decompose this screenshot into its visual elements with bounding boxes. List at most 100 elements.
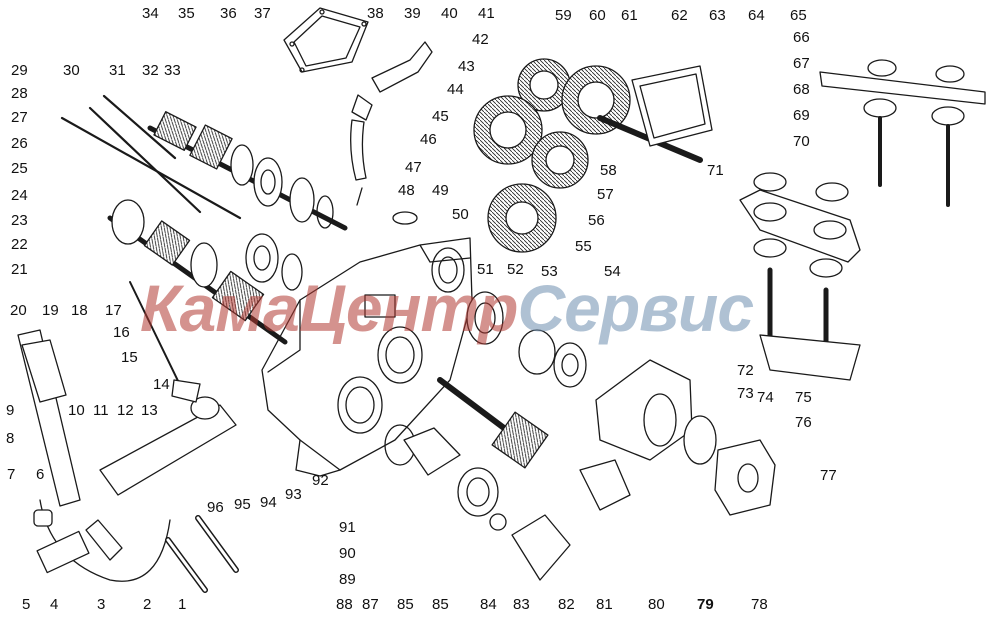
callout-48: 48 xyxy=(398,182,415,199)
watermark-logo: КамаЦентрСервис xyxy=(140,270,755,346)
callout-12: 12 xyxy=(117,402,134,419)
callout-63: 63 xyxy=(709,7,726,24)
callout-82: 82 xyxy=(558,596,575,613)
callout-2: 2 xyxy=(143,596,152,613)
callout-11: 11 xyxy=(93,402,109,419)
callout-9: 9 xyxy=(6,402,15,419)
callout-19: 19 xyxy=(42,302,59,319)
callout-24: 24 xyxy=(11,187,28,204)
callout-69: 69 xyxy=(793,107,810,124)
callout-20: 20 xyxy=(10,302,27,319)
callout-43: 43 xyxy=(458,58,475,75)
gearbox-housing xyxy=(261,211,473,477)
callout-55: 55 xyxy=(575,238,592,255)
callout-85-left: 85 xyxy=(397,596,414,613)
callout-16: 16 xyxy=(113,324,130,341)
callout-75: 75 xyxy=(795,389,812,406)
callout-90: 90 xyxy=(339,545,356,562)
callout-26: 26 xyxy=(11,135,28,152)
callout-93: 93 xyxy=(285,486,302,503)
callout-31: 31 xyxy=(109,62,126,79)
shift-forks xyxy=(350,41,433,206)
callout-18: 18 xyxy=(71,302,88,319)
callout-81: 81 xyxy=(596,596,613,613)
callout-60: 60 xyxy=(589,7,606,24)
callout-17: 17 xyxy=(105,302,122,319)
callout-54: 54 xyxy=(604,263,621,280)
callout-14: 14 xyxy=(153,376,170,393)
callout-92: 92 xyxy=(312,472,329,489)
countershaft-assembly xyxy=(107,199,303,345)
callout-13: 13 xyxy=(141,402,158,419)
callout-71: 71 xyxy=(707,162,724,179)
callout-28: 28 xyxy=(11,85,28,102)
mounting-bracket xyxy=(739,59,986,381)
callout-38: 38 xyxy=(367,5,384,22)
callout-7: 7 xyxy=(7,466,16,483)
callout-67: 67 xyxy=(793,55,810,72)
callout-94: 94 xyxy=(260,494,277,511)
callout-33: 33 xyxy=(164,62,181,79)
callout-51: 51 xyxy=(477,261,494,278)
callout-78: 78 xyxy=(751,596,768,613)
callout-6: 6 xyxy=(36,466,45,483)
callout-46: 46 xyxy=(420,131,437,148)
callout-89: 89 xyxy=(339,571,356,588)
callout-65: 65 xyxy=(790,7,807,24)
callout-1: 1 xyxy=(178,596,187,613)
rear-housing-assembly xyxy=(384,291,776,581)
callout-29: 29 xyxy=(11,62,28,79)
callout-73: 73 xyxy=(737,385,754,402)
callout-58: 58 xyxy=(600,162,617,179)
callout-39: 39 xyxy=(404,5,421,22)
callout-37: 37 xyxy=(254,5,271,22)
callout-25: 25 xyxy=(11,160,28,177)
callout-53: 53 xyxy=(541,263,558,280)
control-linkage xyxy=(17,281,239,593)
callout-40: 40 xyxy=(441,5,458,22)
callout-70: 70 xyxy=(793,133,810,150)
callout-68: 68 xyxy=(793,81,810,98)
callout-80: 80 xyxy=(648,596,665,613)
callout-77: 77 xyxy=(820,467,837,484)
callout-5: 5 xyxy=(22,596,31,613)
callout-64: 64 xyxy=(748,7,765,24)
callout-95: 95 xyxy=(234,496,251,513)
callout-4: 4 xyxy=(50,596,59,613)
callout-3: 3 xyxy=(97,596,106,613)
callout-76: 76 xyxy=(795,414,812,431)
callout-42: 42 xyxy=(472,31,489,48)
callout-87: 87 xyxy=(362,596,379,613)
callout-88: 88 xyxy=(336,596,353,613)
callout-56: 56 xyxy=(588,212,605,229)
callout-62: 62 xyxy=(671,7,688,24)
callout-23: 23 xyxy=(11,212,28,229)
callout-74: 74 xyxy=(757,389,774,406)
callout-72: 72 xyxy=(737,362,754,379)
callout-21: 21 xyxy=(11,261,28,278)
callout-22: 22 xyxy=(11,236,28,253)
callout-44: 44 xyxy=(447,81,464,98)
callout-45: 45 xyxy=(432,108,449,125)
callout-15: 15 xyxy=(121,349,138,366)
watermark-part2: Сервис xyxy=(517,271,755,345)
callout-91: 91 xyxy=(339,519,356,536)
callout-32: 32 xyxy=(142,62,159,79)
callout-83: 83 xyxy=(513,596,530,613)
callout-35: 35 xyxy=(178,5,195,22)
selector-rods xyxy=(60,94,242,220)
callout-79: 79 xyxy=(697,596,714,613)
callout-84: 84 xyxy=(480,596,497,613)
callout-47: 47 xyxy=(405,159,422,176)
callout-49: 49 xyxy=(432,182,449,199)
callout-34: 34 xyxy=(142,5,159,22)
callout-85-right: 85 xyxy=(432,596,449,613)
callout-57: 57 xyxy=(597,186,614,203)
callout-8: 8 xyxy=(6,430,15,447)
callout-61: 61 xyxy=(621,7,638,24)
input-shaft-assembly xyxy=(147,111,348,231)
watermark-part1: КамаЦентр xyxy=(140,271,518,345)
top-cover xyxy=(283,7,369,73)
